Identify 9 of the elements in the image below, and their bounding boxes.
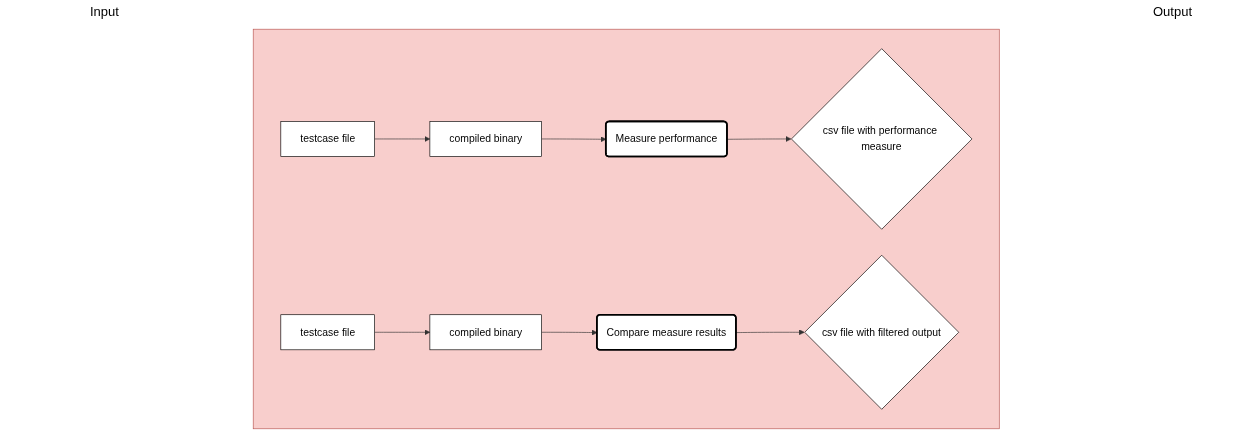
node-diamond: csv file with filtered output: [804, 254, 959, 410]
node-box: testcase file: [280, 314, 375, 351]
node-box: testcase file: [280, 121, 375, 157]
node-box: compiled binary: [429, 314, 542, 351]
column-heading: Output: [1152, 4, 1192, 21]
node-box: compiled binary: [429, 121, 542, 157]
column-heading: Input: [90, 4, 119, 21]
cluster: [252, 28, 1000, 430]
node-diamond: csv file with performance measure: [790, 48, 973, 230]
